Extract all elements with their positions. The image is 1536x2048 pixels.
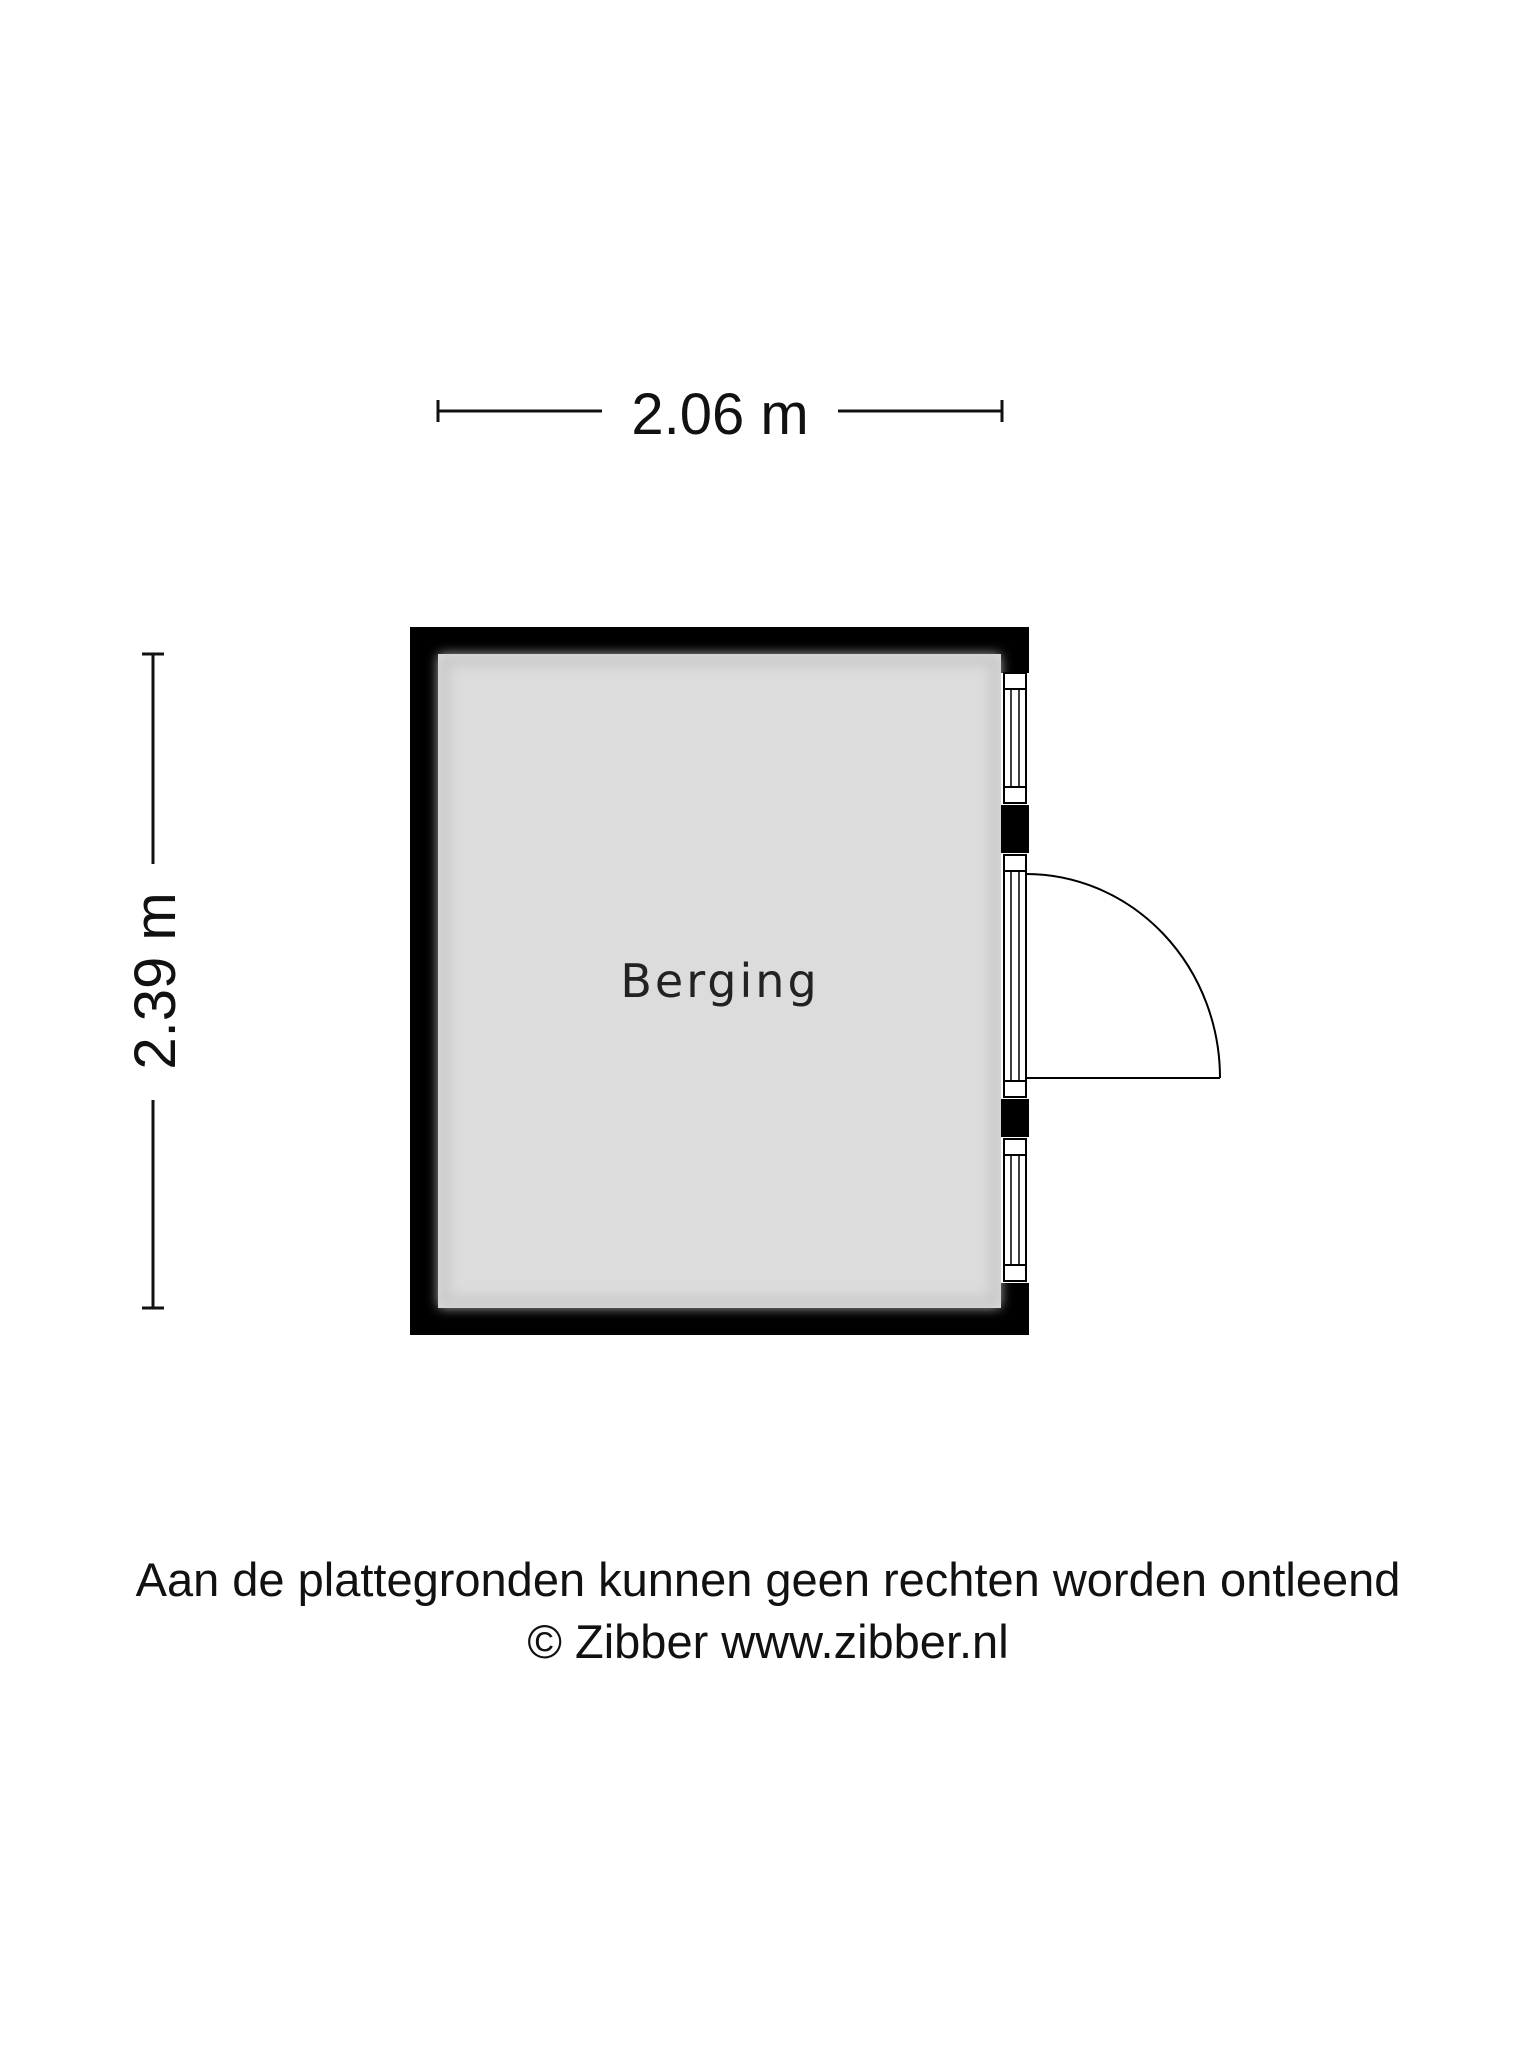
height-dimension-label: 2.39 m (123, 892, 188, 1069)
room-floor (438, 654, 1001, 1308)
height-dimension: 2.39 m (123, 652, 188, 1310)
width-dimension: 2.06 m (436, 382, 1004, 447)
window-top (1003, 672, 1027, 804)
floor-shading (439, 655, 1000, 1307)
door-swing (1025, 873, 1221, 1079)
room-label: Berging (620, 954, 819, 1008)
door-frame (1003, 854, 1027, 1098)
width-dimension-label: 2.06 m (631, 382, 808, 447)
room-berging: Berging (410, 627, 1221, 1335)
window-bottom (1003, 1138, 1027, 1282)
footer-copyright: © Zibber www.zibber.nl (527, 1615, 1009, 1668)
door-arc (1025, 873, 1221, 1079)
wall-pier-upper (1001, 805, 1029, 853)
wall-pier-lower (1001, 1099, 1029, 1137)
footer-disclaimer: Aan de plattegronden kunnen geen rechten… (135, 1553, 1401, 1606)
